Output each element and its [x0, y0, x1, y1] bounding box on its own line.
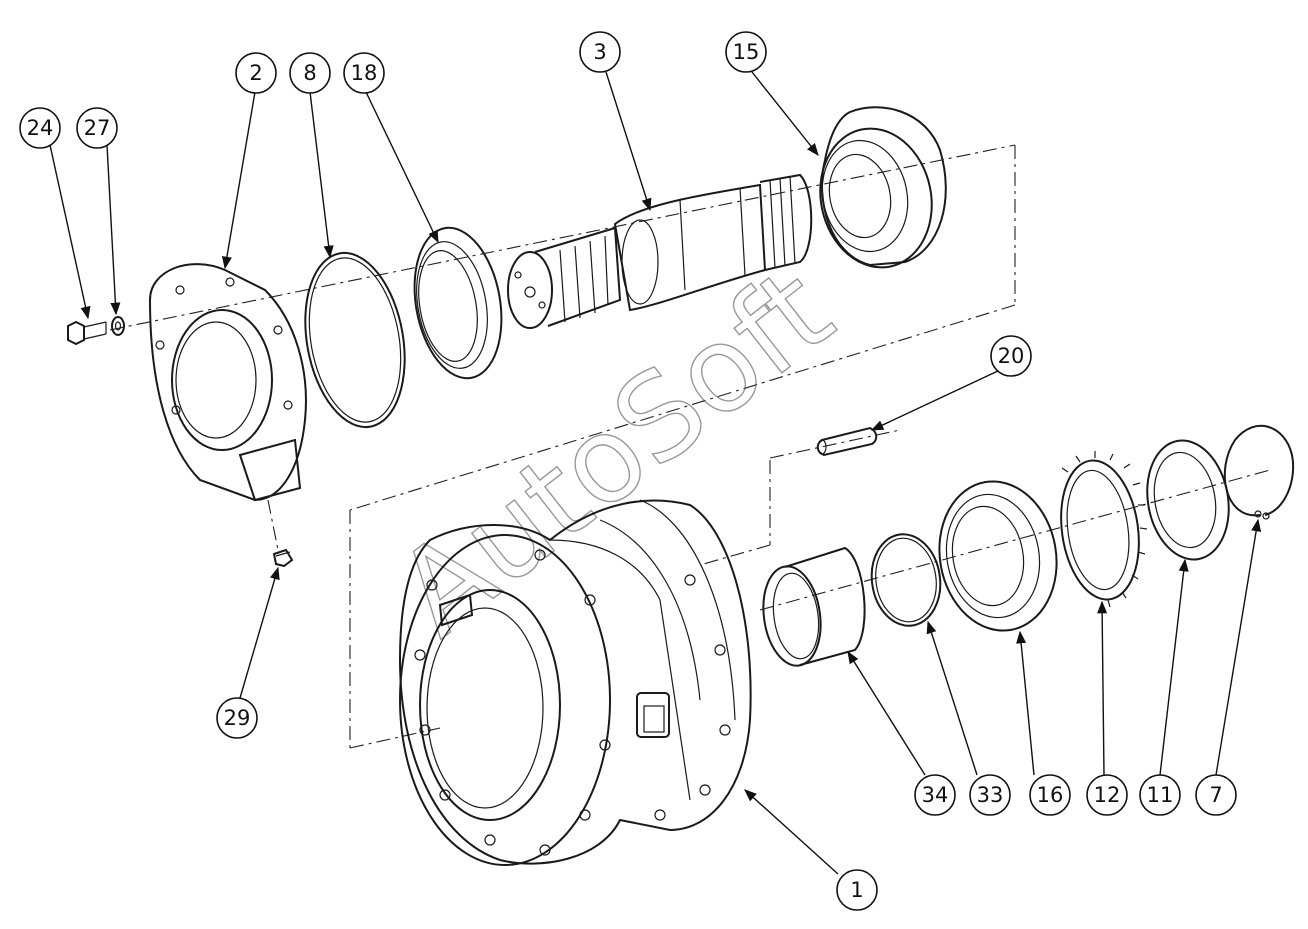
nut-part [1146, 439, 1230, 561]
leader-lines [49, 71, 1262, 875]
svg-text:24: 24 [27, 116, 54, 140]
housing-part [398, 499, 752, 866]
bearing-part [819, 106, 947, 269]
plug-part [272, 548, 294, 568]
ring-part [870, 533, 942, 627]
svg-text:27: 27 [84, 116, 111, 140]
svg-text:3: 3 [593, 40, 606, 64]
callout-3: 3 [579, 31, 621, 73]
washer-part [111, 316, 125, 336]
svg-text:11: 11 [1147, 783, 1174, 807]
shaft-part [507, 173, 813, 329]
bolt-part [67, 320, 107, 346]
callout-15: 15 [725, 31, 767, 73]
centerlines [109, 144, 1271, 749]
watermark-text: AutoSoft [372, 241, 856, 662]
callout-bubbles: 24 27 2 8 18 3 15 20 29 34 33 16 12 11 7… [19, 31, 1237, 911]
callout-29: 29 [216, 697, 258, 739]
callout-16: 16 [1029, 774, 1071, 816]
sleeve-part [762, 546, 866, 667]
callout-33: 33 [969, 774, 1011, 816]
callout-2: 2 [235, 52, 277, 94]
svg-text:1: 1 [850, 878, 863, 902]
lock-washer-part [1060, 451, 1148, 608]
svg-text:12: 12 [1094, 783, 1121, 807]
callout-8: 8 [289, 52, 331, 94]
callout-1: 1 [836, 869, 878, 911]
callout-7: 7 [1195, 774, 1237, 816]
circlip-part [1223, 424, 1295, 520]
svg-text:33: 33 [977, 783, 1004, 807]
svg-text:15: 15 [733, 40, 760, 64]
svg-text:7: 7 [1209, 783, 1222, 807]
svg-text:20: 20 [998, 344, 1025, 368]
callout-34: 34 [914, 774, 956, 816]
second-bearing-part [938, 480, 1058, 632]
seal-part [413, 226, 503, 380]
svg-text:34: 34 [922, 783, 949, 807]
svg-text:16: 16 [1037, 783, 1064, 807]
o-ring-part [304, 251, 406, 429]
svg-text:8: 8 [303, 61, 316, 85]
pin-part [816, 426, 878, 457]
callout-18: 18 [343, 52, 385, 94]
callout-24: 24 [19, 107, 61, 149]
svg-text:18: 18 [351, 61, 378, 85]
callout-11: 11 [1139, 774, 1181, 816]
svg-text:29: 29 [224, 706, 251, 730]
callout-12: 12 [1086, 774, 1128, 816]
callout-27: 27 [76, 107, 118, 149]
svg-text:2: 2 [249, 61, 262, 85]
cover-flange-part [148, 263, 307, 502]
callout-20: 20 [990, 335, 1032, 377]
